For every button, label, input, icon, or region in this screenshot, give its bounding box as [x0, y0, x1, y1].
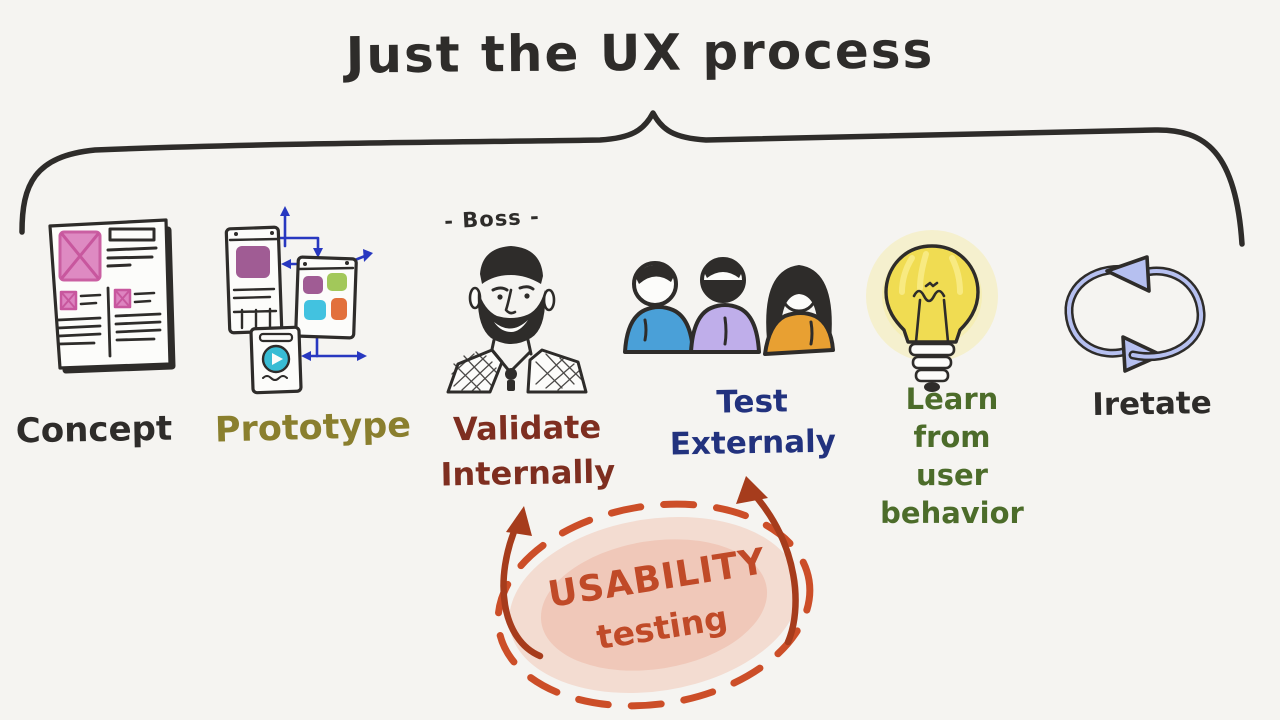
prototype-screens-icon — [224, 206, 373, 395]
test-externally-label: Test Externaly — [669, 383, 837, 463]
usability-right-arrow-icon — [736, 476, 799, 646]
usability-arrows — [500, 476, 799, 660]
boss-portrait-icon — [446, 246, 588, 394]
iterate-label: Iretate — [1091, 384, 1213, 424]
usability-left-arrow-icon — [500, 506, 544, 660]
wireframe-document-icon — [48, 218, 176, 374]
learn-label: Learn from user behavior — [880, 382, 1024, 530]
curly-brace — [19, 110, 1245, 247]
concept-label: Concept — [15, 408, 173, 452]
usability-oval — [494, 500, 814, 710]
loop-arrows-icon — [1064, 255, 1206, 373]
lightbulb-icon — [866, 230, 998, 392]
prototype-label: Prototype — [214, 405, 412, 451]
user-group-icon — [623, 257, 835, 356]
